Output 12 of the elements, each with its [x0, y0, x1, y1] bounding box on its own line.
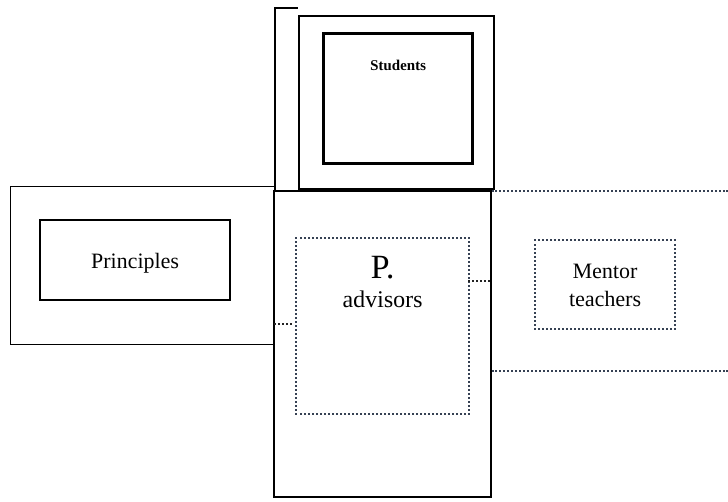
dotted-connector: [274, 323, 293, 325]
outline-box: [10, 186, 274, 345]
outline-box: [273, 190, 492, 498]
dotted-connector: [468, 280, 492, 282]
node-label: P.: [370, 251, 394, 285]
text-box: Mentor teachers: [534, 239, 676, 330]
outline-box: [492, 190, 728, 372]
node-label: advisors: [342, 286, 422, 315]
inner-dotted-box: [295, 237, 470, 415]
outline-box: [298, 15, 495, 190]
text-box: Students: [322, 32, 474, 165]
text-box: Principles: [39, 219, 231, 301]
